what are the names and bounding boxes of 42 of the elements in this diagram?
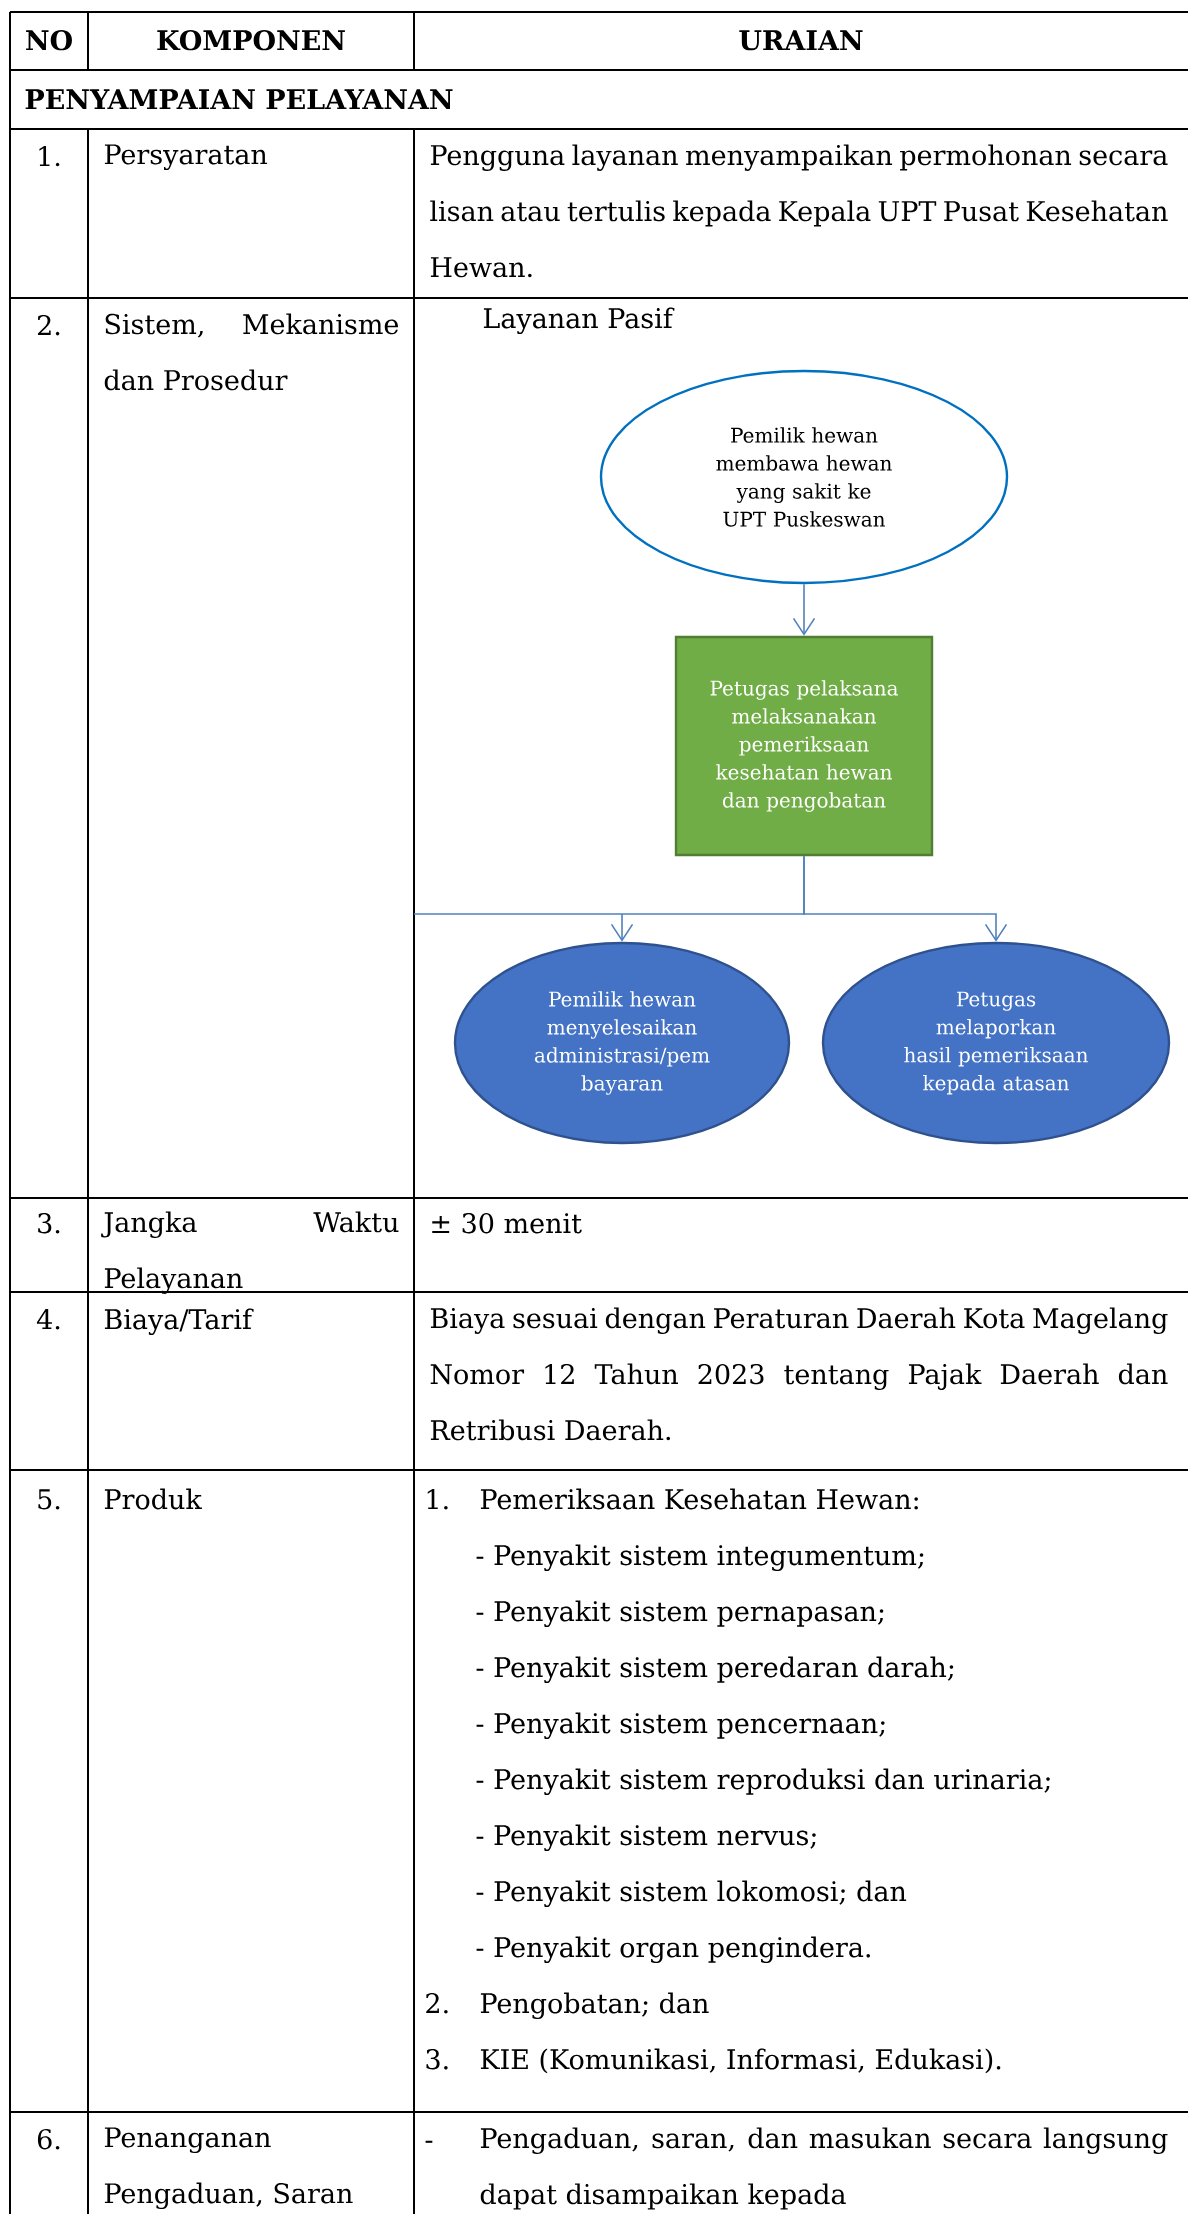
component-name: Penanganan Pengaduan, Saran — [104, 2127, 353, 2210]
description-text: Pengguna layanan menyampaikan permohonan secara lisan atau tertulis kepada Kepala UPT Pusat Kesehatan Hewan. — [430, 144, 1168, 278]
component-name: Jangka Waktu Pelayanan — [101, 1211, 399, 1294]
component-name: Persyaratan — [104, 144, 268, 171]
list-number: 1. — [427, 1488, 448, 1510]
arrow — [792, 583, 816, 636]
oval-node: Pemilik hewan menyelesaikan administrasi/pem bayaran — [453, 941, 791, 1145]
list-item: - Penyakit organ pengindera. — [476, 1936, 870, 1963]
list-item: Pengobatan; dan — [480, 1992, 709, 2019]
list-number: 2. — [426, 1993, 448, 2014]
column-header: NO — [26, 29, 72, 51]
row-number: 1. — [39, 145, 60, 167]
flow-heading: Layanan Pasif — [483, 307, 675, 334]
component-name: Sistem, Mekanisme dan Prosedur — [104, 313, 399, 391]
description-text: ± 30 menit — [432, 1212, 582, 1234]
list-item: Pemeriksaan Kesehatan Hewan: — [480, 1488, 918, 1510]
list-item: KIE (Komunikasi, Informasi, Edukasi). — [480, 2048, 1001, 2074]
component-name: Produk — [104, 1488, 202, 1510]
list-item: - Penyakit sistem integumentum; — [476, 1544, 924, 1571]
row-number: 4. — [36, 1308, 60, 1330]
section-heading: PENYAMPAIAN PELAYANAN — [25, 89, 453, 109]
oval-node: Petugas melaporkan hasil pemeriksaan kepada atasan — [821, 941, 1171, 1145]
row-number: 2. — [37, 314, 60, 336]
list-item: - Penyakit sistem nervus; — [476, 1824, 816, 1851]
description-text: Pengaduan, saran, dan masukan secara langsung dapat disampaikan kepada — [480, 2127, 1168, 2210]
oval-node: Pemilik hewan membawa hewan yang sakit ke UPT Puskeswan — [599, 369, 1009, 585]
row-number: 3. — [38, 1212, 60, 1234]
arrow — [803, 855, 1008, 942]
description-text: Biaya sesuai dengan Peraturan Daerah Kota Magelang Nomor 12 Tahun 2023 tentang Pajak Daerah dan Retribusi Daerah. — [430, 1307, 1168, 1441]
list-number: 3. — [426, 2049, 448, 2070]
column-header: URAIAN — [739, 30, 863, 51]
list-item: - Penyakit sistem peredaran darah; — [476, 1656, 954, 1683]
list-item: - Penyakit sistem lokomosi; dan — [476, 1880, 907, 1907]
list-item: - Penyakit sistem reproduksi dan urinaria; — [476, 1768, 1050, 1795]
component-name: Biaya/Tarif — [104, 1308, 254, 1335]
list-dash: - — [425, 2140, 433, 2143]
column-header: KOMPONEN — [157, 29, 345, 51]
list-item: - Penyakit sistem pernapasan; — [476, 1600, 884, 1627]
list-item: - Penyakit sistem pencernaan; — [476, 1712, 885, 1739]
row-number: 5. — [38, 1489, 60, 1510]
row-number: 6. — [37, 2129, 60, 2150]
process-box: Petugas pelaksana melaksanakan pemeriksaan kesehatan hewan dan pengobatan — [674, 635, 934, 857]
